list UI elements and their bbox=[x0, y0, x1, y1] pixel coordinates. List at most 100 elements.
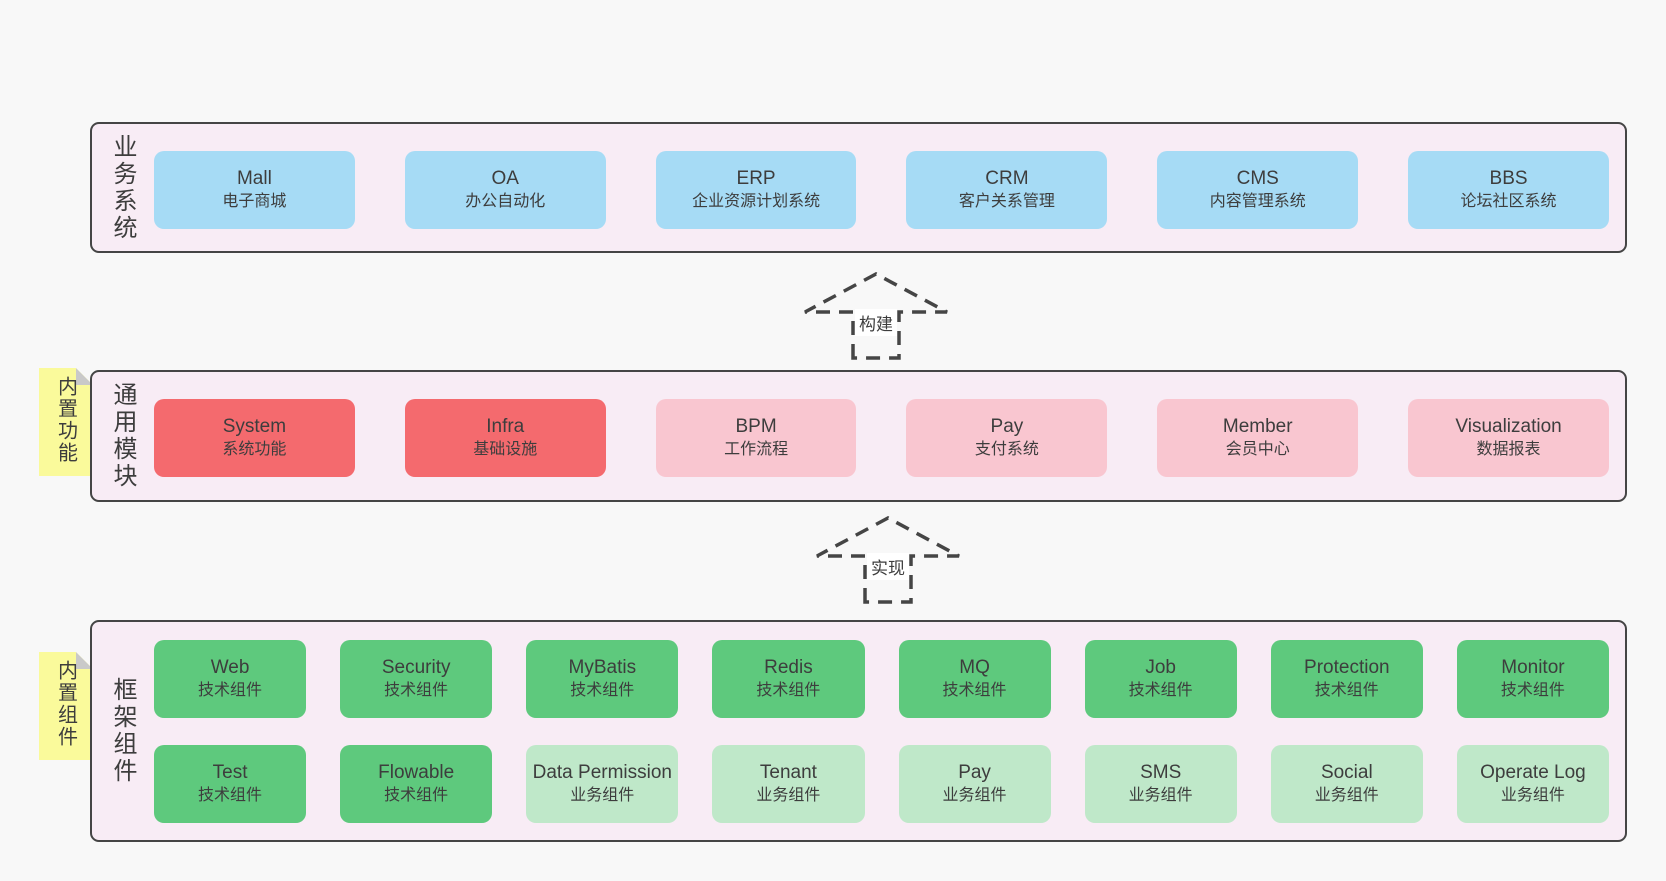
components-box-row-1: Web 技术组件 Security 技术组件 MyBatis 技术组件 Redi… bbox=[154, 640, 1609, 718]
box-test: Test 技术组件 bbox=[154, 745, 307, 823]
box-subtitle: 业务组件 bbox=[942, 787, 1007, 805]
box-mall: Mall 电子商城 bbox=[154, 151, 355, 229]
builtin-features-note: 内置功能 bbox=[39, 368, 93, 476]
business-systems-panel: 业务系统 Mall 电子商城 OA 办公自动化 ERP 企业资源计划系统 CRM… bbox=[90, 122, 1627, 253]
implement-arrow: 实现 bbox=[813, 515, 963, 605]
box-erp: ERP 企业资源计划系统 bbox=[655, 151, 857, 229]
common-modules-panel: 通用模块 System 系统功能 Infra 基础设施 BPM 工作流程 Pay… bbox=[90, 370, 1627, 502]
box-subtitle: 内容管理系统 bbox=[1209, 193, 1306, 211]
box-subtitle: 系统功能 bbox=[222, 441, 287, 459]
box-title: Member bbox=[1222, 416, 1293, 438]
box-title: Social bbox=[1320, 762, 1373, 784]
box-mq: MQ 技术组件 bbox=[898, 640, 1051, 718]
box-subtitle: 论坛社区系统 bbox=[1460, 193, 1557, 211]
panel-label-business-systems: 业务系统 bbox=[109, 133, 136, 242]
box-title: Test bbox=[212, 762, 248, 784]
box-operate-log: Operate Log 业务组件 bbox=[1456, 745, 1609, 823]
box-title: CMS bbox=[1236, 168, 1279, 190]
box-title: BBS bbox=[1489, 168, 1528, 190]
box-subtitle: 技术组件 bbox=[570, 682, 635, 700]
box-subtitle: 技术组件 bbox=[1314, 682, 1379, 700]
box-title: BPM bbox=[735, 416, 777, 438]
box-bbs: BBS 论坛社区系统 bbox=[1408, 151, 1609, 229]
box-subtitle: 技术组件 bbox=[942, 682, 1007, 700]
box-subtitle: 业务组件 bbox=[1128, 787, 1193, 805]
box-visualization: Visualization 数据报表 bbox=[1408, 399, 1609, 477]
build-arrow: 构建 bbox=[801, 271, 951, 361]
box-protection: Protection 技术组件 bbox=[1270, 640, 1423, 718]
box-title: Security bbox=[381, 657, 451, 679]
box-subtitle: 技术组件 bbox=[1128, 682, 1193, 700]
box-sms: SMS 业务组件 bbox=[1084, 745, 1237, 823]
box-subtitle: 客户关系管理 bbox=[958, 193, 1055, 211]
components-box-row-2: Test 技术组件 Flowable 技术组件 Data Permission … bbox=[154, 745, 1609, 823]
builtin-components-note: 内置组件 bbox=[39, 652, 93, 760]
box-cms: CMS 内容管理系统 bbox=[1157, 151, 1359, 229]
box-subtitle: 数据报表 bbox=[1476, 441, 1541, 459]
box-title: Monitor bbox=[1501, 657, 1565, 679]
box-subtitle: 技术组件 bbox=[384, 682, 449, 700]
box-title: Tenant bbox=[759, 762, 817, 784]
box-title: CRM bbox=[985, 168, 1029, 190]
box-title: SMS bbox=[1140, 762, 1182, 784]
box-subtitle: 办公自动化 bbox=[465, 193, 546, 211]
box-tenant: Tenant 业务组件 bbox=[712, 745, 865, 823]
box-subtitle: 企业资源计划系统 bbox=[692, 193, 821, 211]
box-flowable: Flowable 技术组件 bbox=[340, 745, 493, 823]
box-title: System bbox=[222, 416, 287, 438]
box-member: Member 会员中心 bbox=[1157, 399, 1359, 477]
box-redis: Redis 技术组件 bbox=[712, 640, 865, 718]
build-arrow-label: 构建 bbox=[855, 309, 897, 336]
box-monitor: Monitor 技术组件 bbox=[1456, 640, 1609, 718]
box-subtitle: 业务组件 bbox=[570, 787, 635, 805]
box-bpm: BPM 工作流程 bbox=[655, 399, 857, 477]
box-infra: Infra 基础设施 bbox=[404, 399, 606, 477]
box-system: System 系统功能 bbox=[154, 399, 355, 477]
box-subtitle: 技术组件 bbox=[198, 787, 263, 805]
builtin-components-note-text: 内置组件 bbox=[54, 660, 77, 748]
box-subtitle: 业务组件 bbox=[1314, 787, 1379, 805]
dashed-up-arrow-icon bbox=[804, 272, 948, 360]
box-subtitle: 基础设施 bbox=[473, 441, 538, 459]
box-subtitle: 技术组件 bbox=[384, 787, 449, 805]
box-pay-business: Pay 业务组件 bbox=[898, 745, 1051, 823]
panel-label-framework-components: 框架组件 bbox=[109, 677, 136, 785]
box-crm: CRM 客户关系管理 bbox=[906, 151, 1108, 229]
box-security: Security 技术组件 bbox=[340, 640, 493, 718]
box-social: Social 业务组件 bbox=[1270, 745, 1423, 823]
box-title: Pay bbox=[958, 762, 991, 784]
dashed-up-arrow-icon bbox=[816, 516, 960, 604]
box-data-permission: Data Permission 业务组件 bbox=[526, 745, 679, 823]
box-title: OA bbox=[491, 168, 519, 190]
box-title: Job bbox=[1145, 657, 1176, 679]
box-oa: OA 办公自动化 bbox=[404, 151, 606, 229]
box-title: Infra bbox=[486, 416, 525, 438]
box-title: Protection bbox=[1304, 657, 1390, 679]
box-subtitle: 技术组件 bbox=[756, 682, 821, 700]
box-title: MQ bbox=[959, 657, 990, 679]
builtin-features-note-text: 内置功能 bbox=[54, 376, 77, 464]
box-subtitle: 工作流程 bbox=[724, 441, 789, 459]
box-subtitle: 业务组件 bbox=[1500, 787, 1565, 805]
box-job: Job 技术组件 bbox=[1084, 640, 1237, 718]
box-title: Redis bbox=[764, 657, 813, 679]
box-title: Flowable bbox=[378, 762, 455, 784]
box-mybatis: MyBatis 技术组件 bbox=[526, 640, 679, 718]
box-web: Web 技术组件 bbox=[154, 640, 307, 718]
box-title: MyBatis bbox=[568, 657, 637, 679]
box-subtitle: 支付系统 bbox=[974, 441, 1039, 459]
box-title: ERP bbox=[736, 168, 776, 190]
box-title: Web bbox=[210, 657, 250, 679]
framework-components-panel: 框架组件 Web 技术组件 Security 技术组件 MyBatis 技术组件… bbox=[90, 620, 1627, 842]
box-subtitle: 业务组件 bbox=[756, 787, 821, 805]
box-title: Visualization bbox=[1455, 416, 1562, 438]
box-title: Operate Log bbox=[1480, 762, 1586, 784]
business-box-row: Mall 电子商城 OA 办公自动化 ERP 企业资源计划系统 CRM 客户关系… bbox=[154, 151, 1609, 229]
modules-box-row: System 系统功能 Infra 基础设施 BPM 工作流程 Pay 支付系统… bbox=[154, 399, 1609, 477]
box-subtitle: 技术组件 bbox=[198, 682, 263, 700]
box-title: Mall bbox=[236, 168, 272, 190]
box-subtitle: 技术组件 bbox=[1500, 682, 1565, 700]
implement-arrow-label: 实现 bbox=[867, 553, 909, 580]
box-title: Pay bbox=[990, 416, 1024, 438]
